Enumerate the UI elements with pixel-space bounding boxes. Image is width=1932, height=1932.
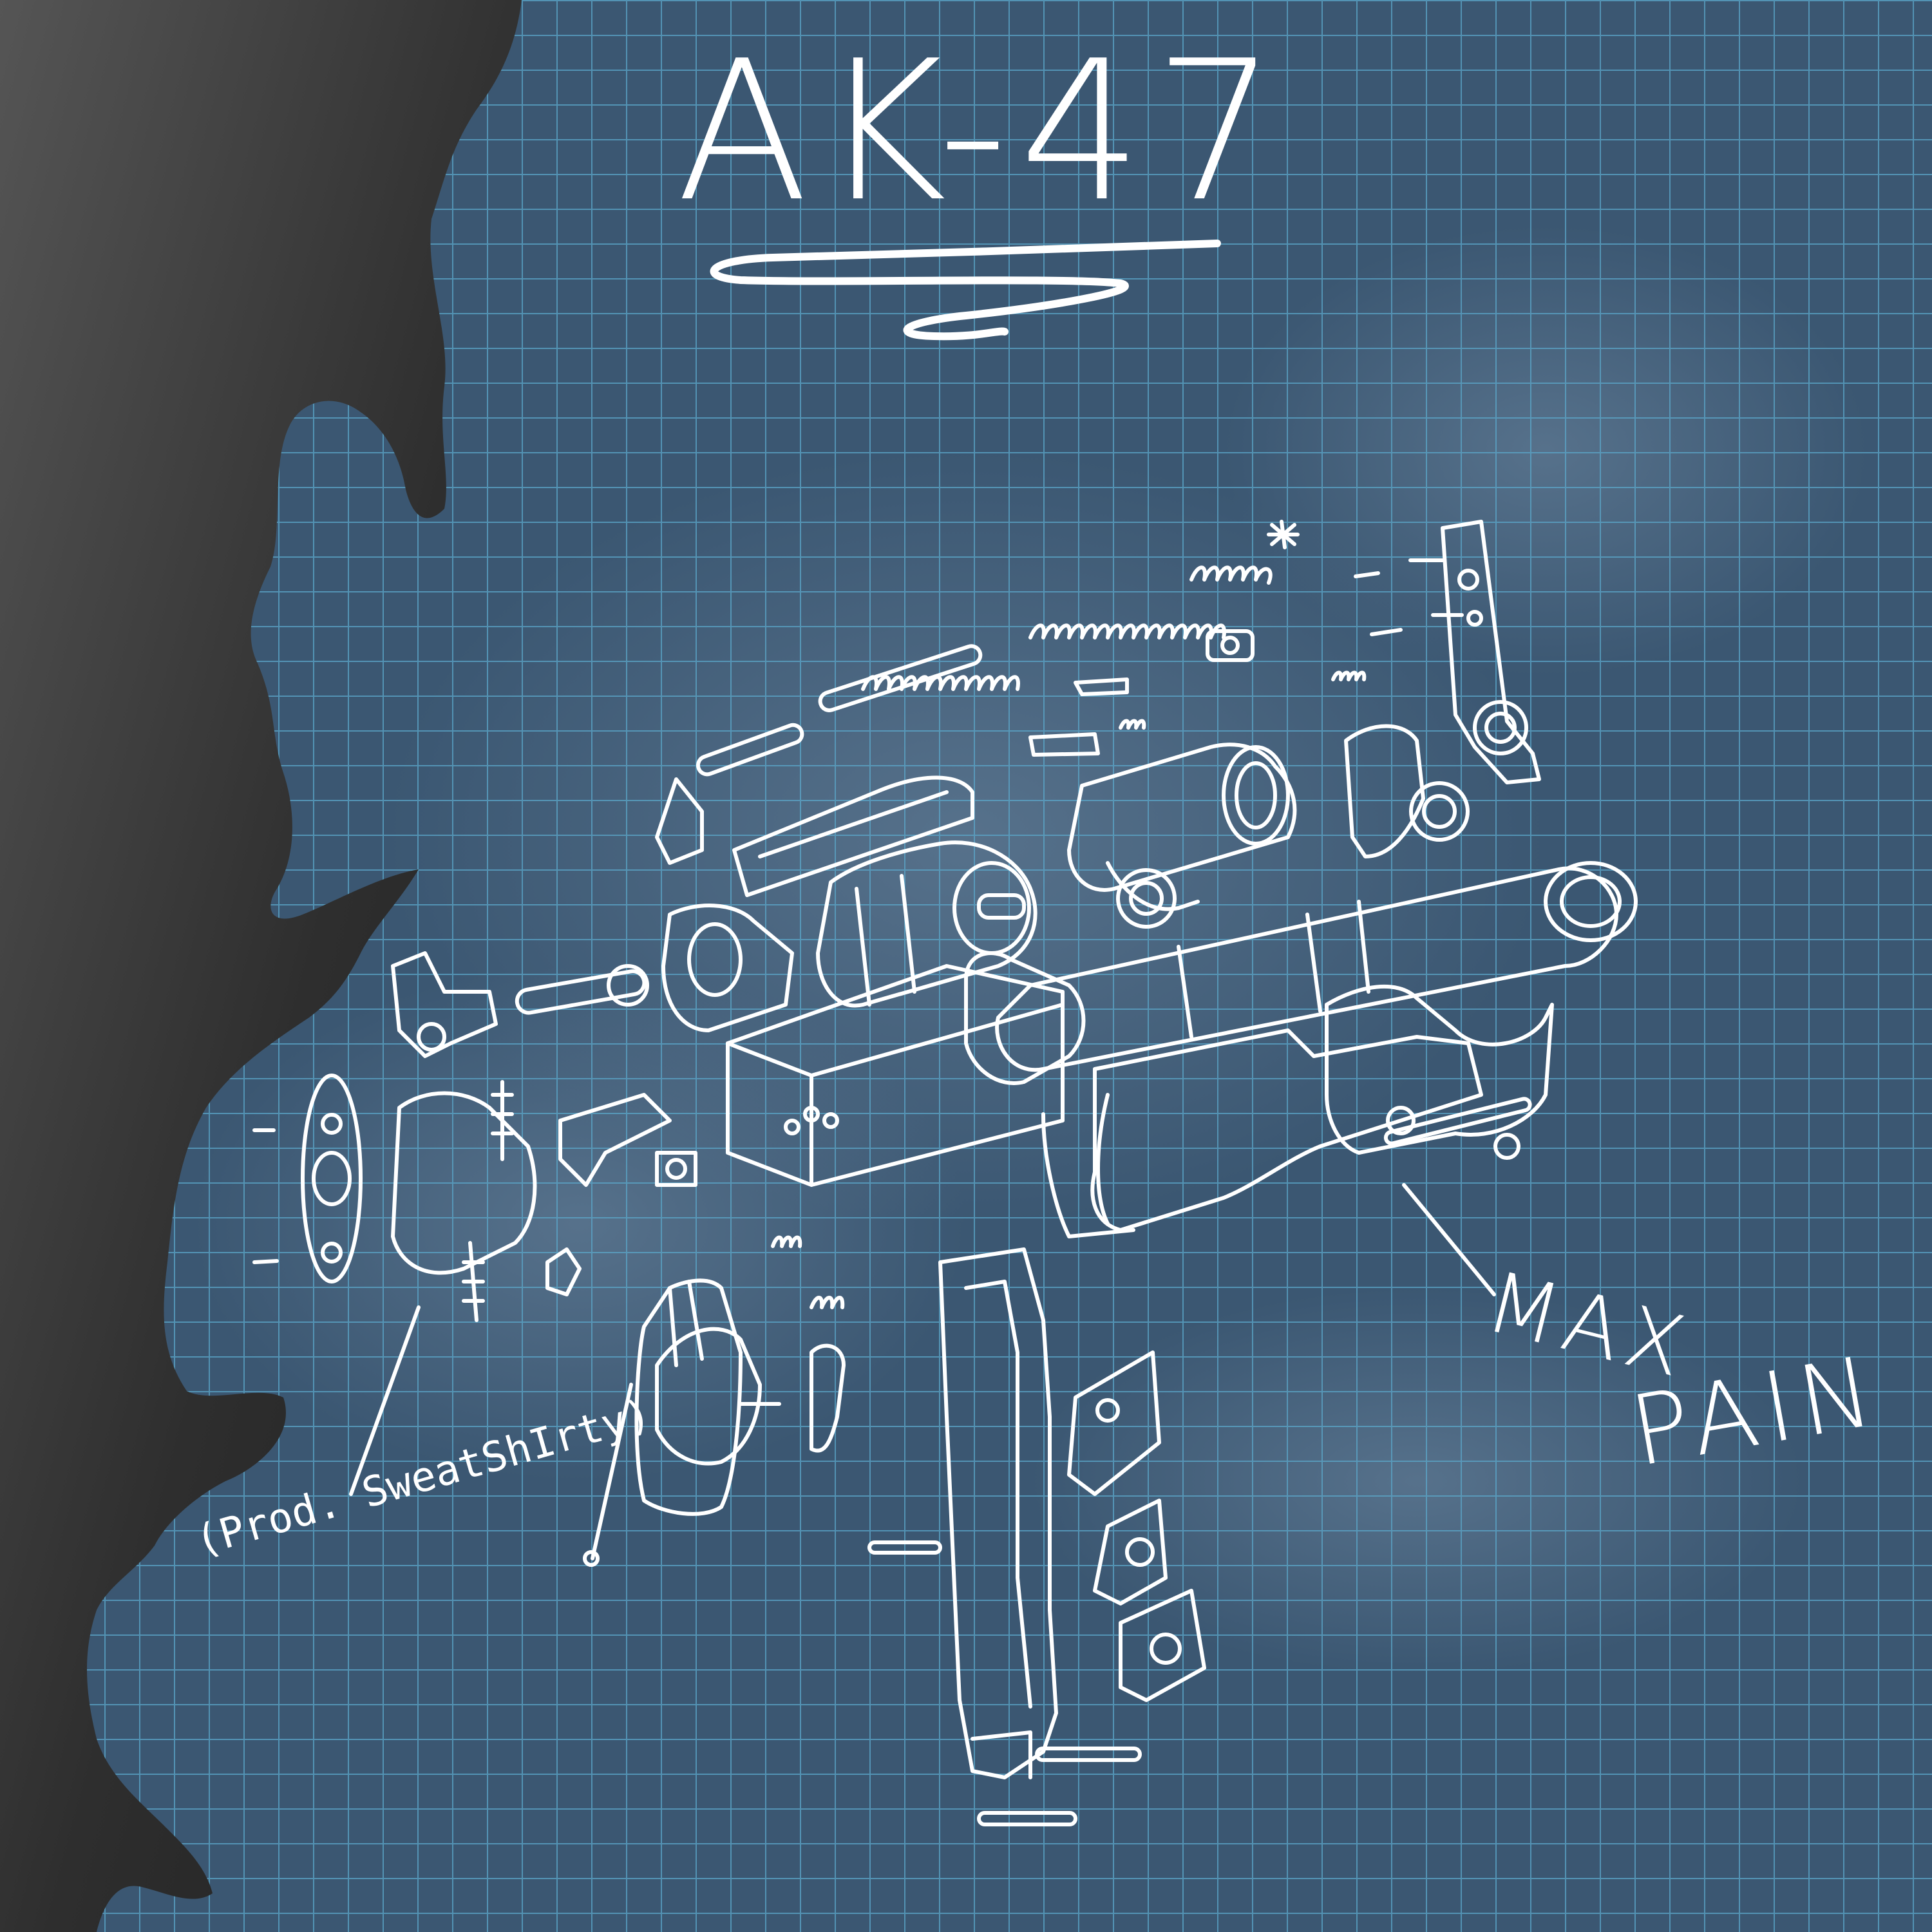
silhouette	[0, 0, 522, 1932]
stock-icon	[301, 1074, 537, 1322]
asterisk-icon	[1267, 520, 1300, 549]
title-underline	[710, 240, 1221, 341]
title: AK-47	[676, 19, 1289, 244]
magazine-icon	[938, 1247, 1058, 1779]
spring-icon	[861, 565, 1273, 691]
exploded-rifle-diagram	[252, 520, 1638, 1826]
